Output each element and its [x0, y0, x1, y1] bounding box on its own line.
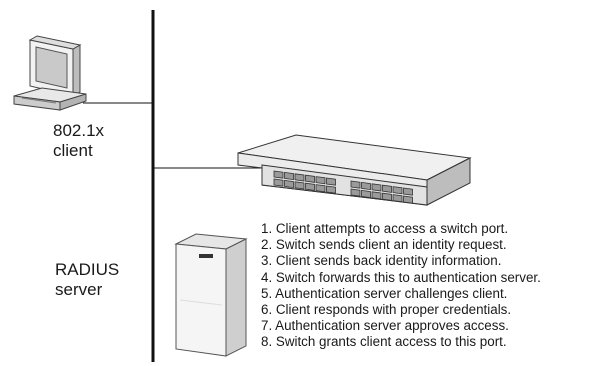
switch-port — [273, 170, 284, 179]
switch-port — [392, 186, 403, 195]
radius-label-line1: RADIUS — [55, 260, 120, 279]
authentication-steps-list: 1. Client attempts to access a switch po… — [261, 221, 541, 351]
switch-port — [403, 195, 413, 204]
switch-port — [273, 178, 284, 187]
switch-port — [361, 181, 371, 191]
switch-port — [305, 174, 315, 183]
server-tower-icon — [174, 233, 248, 357]
step-item: 8. Switch grants client access to this p… — [261, 334, 507, 350]
switch-port — [284, 179, 294, 189]
switch-port — [382, 192, 392, 201]
step-item: 1. Client attempts to access a switch po… — [261, 221, 509, 236]
switch-port — [371, 191, 382, 200]
step-item: 5. Authentication server challenges clie… — [261, 285, 508, 301]
switch-port — [350, 180, 361, 189]
radius-server-label: RADIUS server — [55, 260, 119, 300]
switch-port — [382, 184, 392, 193]
radius-label-line2: server — [55, 280, 103, 299]
step-item: 7. Authentication server approves access… — [261, 318, 509, 334]
step-item: 4. Switch forwards this to authenticatio… — [261, 269, 541, 285]
switch-port — [305, 182, 315, 191]
desktop-computer-icon — [13, 35, 87, 111]
switch-port — [361, 189, 371, 199]
switch-port — [294, 181, 305, 190]
switch-port — [326, 177, 336, 186]
step-item: 2. Switch sends client an identity reque… — [261, 237, 507, 253]
switch-port — [315, 176, 326, 185]
switch-ports — [273, 170, 413, 204]
switch-port — [284, 171, 294, 181]
step-item: 6. Client responds with proper credentia… — [261, 302, 512, 318]
switch-port — [392, 194, 403, 203]
switch-port — [326, 185, 336, 194]
step-item: 3. Client sends back identity informatio… — [261, 253, 502, 269]
switch-port — [315, 184, 326, 193]
network-switch-icon — [237, 134, 472, 206]
client-label: 802.1x client — [53, 121, 104, 161]
switch-port — [294, 173, 305, 182]
switch-port — [350, 188, 361, 197]
switch-port — [403, 187, 413, 196]
switch-port — [371, 183, 382, 192]
client-label-line2: client — [53, 141, 93, 160]
client-label-line1: 802.1x — [53, 121, 105, 140]
